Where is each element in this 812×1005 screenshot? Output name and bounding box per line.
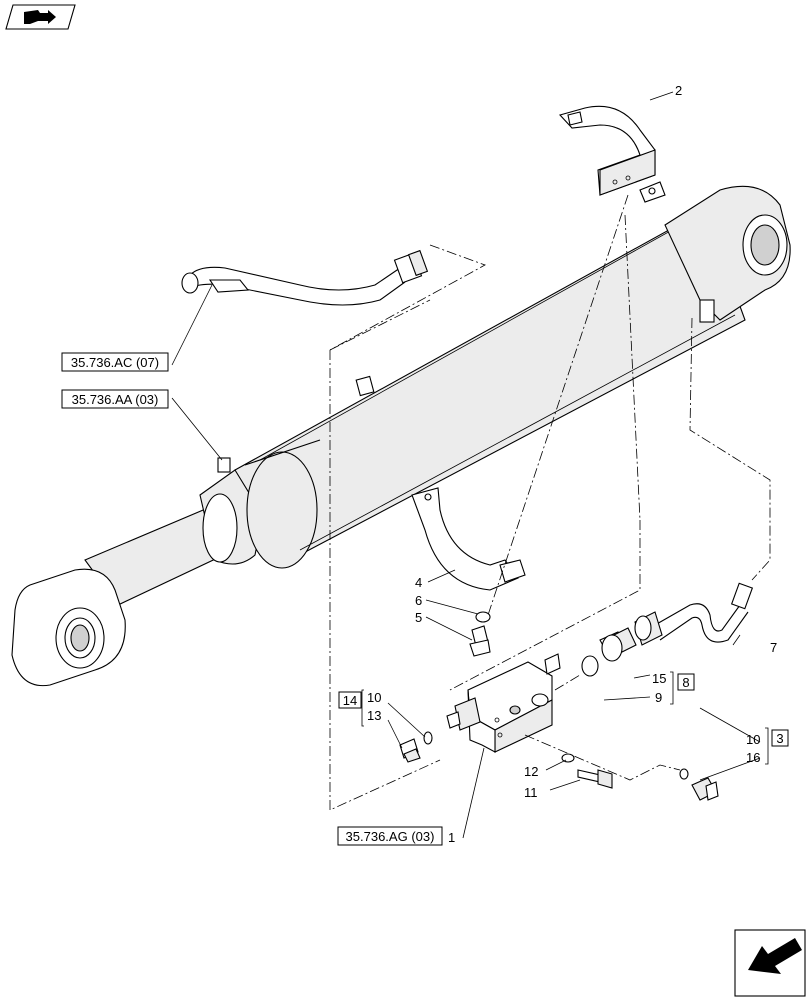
fitting-15 [599,627,637,662]
clamp-lower [411,487,526,591]
leader-lines [171,91,761,839]
ref-box-ag[interactable]: 35.736.AG (03) [337,826,443,846]
callout-12: 12 [524,764,538,779]
screw-5 [469,625,491,657]
callout-9: 9 [655,690,662,705]
callout-13: 13 [367,708,381,723]
kit-8-label: 8 [682,675,689,690]
callout-10-right: 10 [746,732,760,747]
valve-block [446,653,561,753]
callout-2: 2 [675,83,682,98]
kit-box-3[interactable]: 3 [765,727,789,765]
bolt-11 [577,769,613,789]
ref-box-aa[interactable]: 35.736.AA (03) [61,389,169,409]
hydraulic-cylinder [11,185,791,687]
oring-10-right [679,768,689,780]
hose-assembly [181,249,429,306]
elbow-16 [691,777,719,801]
callout-7: 7 [770,640,777,655]
callout-16: 16 [746,750,760,765]
callout-6: 6 [415,593,422,608]
book-arrow-icon[interactable] [5,4,76,30]
oring-9 [581,655,599,677]
ref-box-ac[interactable]: 35.736.AC (07) [61,352,169,372]
clamp-upper [558,105,666,203]
ref-aa-label[interactable]: 35.736.AA (03) [72,392,159,407]
callout-1: 1 [448,830,455,845]
callout-11: 11 [524,785,538,800]
oring-10-left [423,731,433,745]
callout-15: 15 [652,671,666,686]
washer-12 [561,753,575,763]
callout-4: 4 [415,575,422,590]
fitting-13 [399,738,421,763]
kit-3-label: 3 [776,731,783,746]
callout-10-left: 10 [367,690,381,705]
washer-6 [475,611,491,623]
kit-box-14[interactable]: 14 [338,689,364,727]
hose-7 [634,582,754,646]
kit-14-label: 14 [343,693,357,708]
ref-ag-label[interactable]: 35.736.AG (03) [346,829,435,844]
kit-box-8[interactable]: 8 [670,671,695,705]
navigate-arrow-icon[interactable] [734,929,806,997]
callout-5: 5 [415,610,422,625]
ref-ac-label[interactable]: 35.736.AC (07) [71,355,159,370]
dashed-guides [329,194,771,811]
